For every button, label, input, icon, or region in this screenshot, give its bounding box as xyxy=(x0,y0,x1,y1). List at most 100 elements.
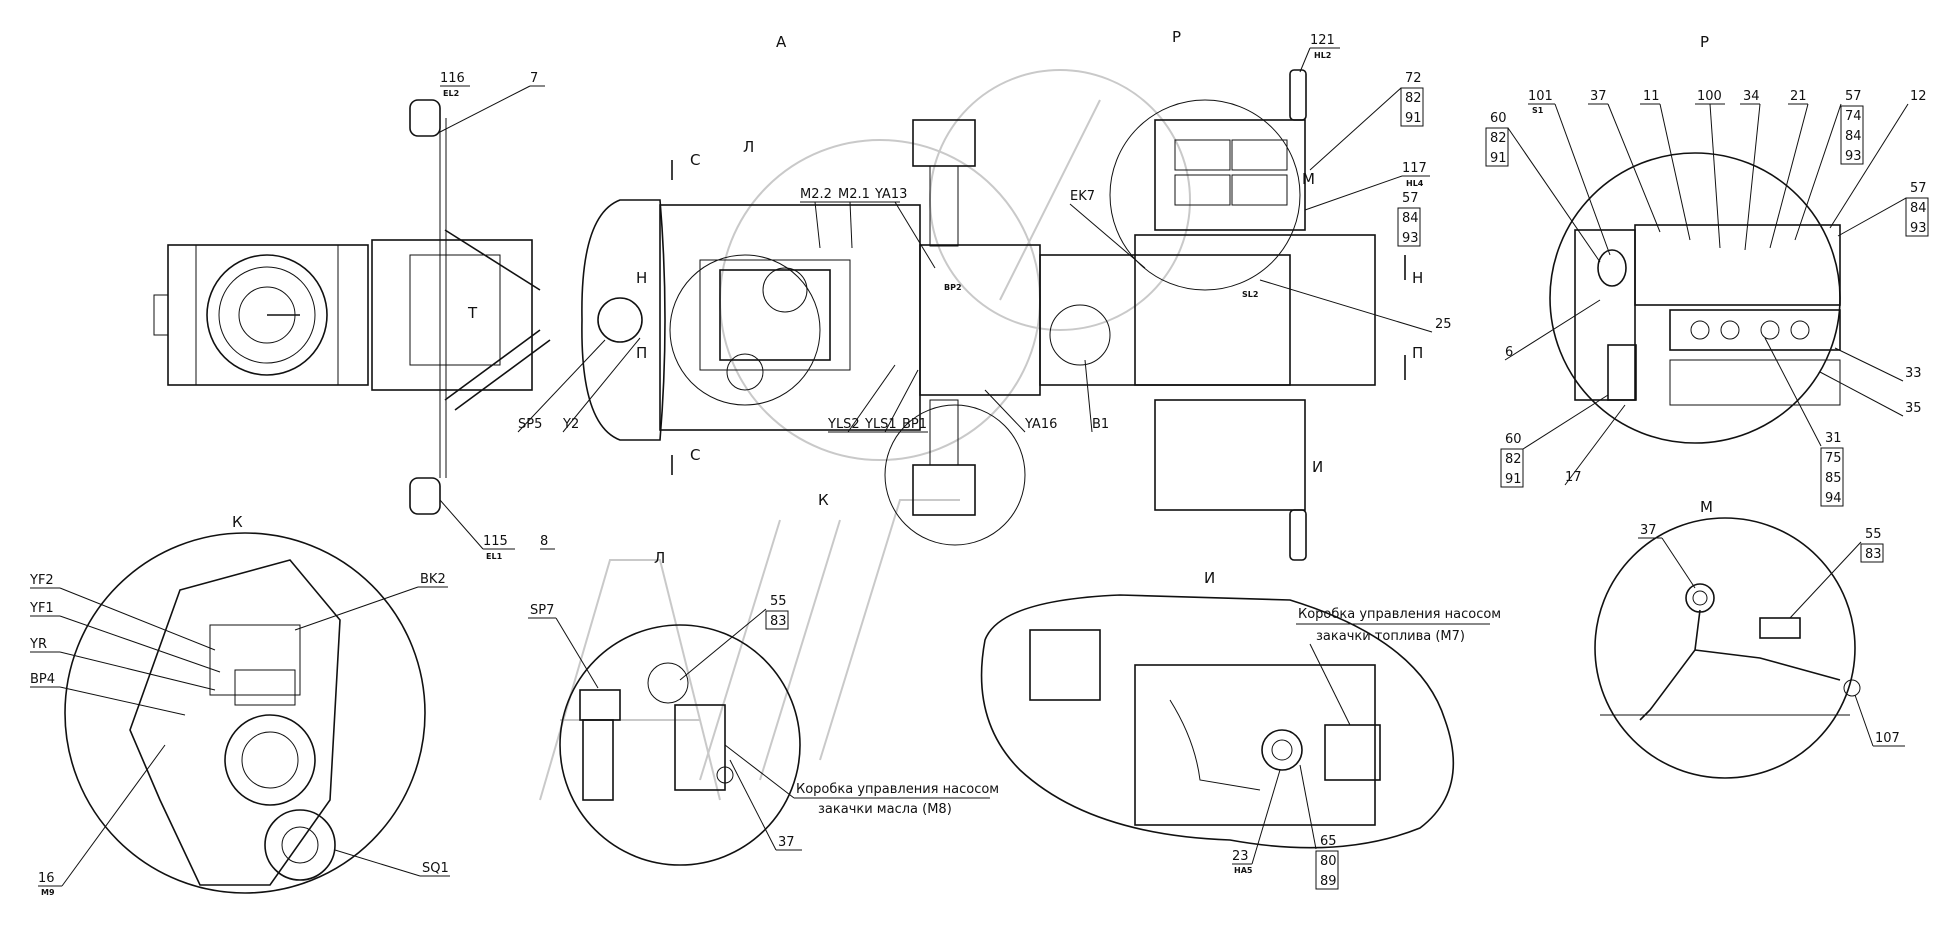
callout-91: 91 xyxy=(1405,111,1422,126)
callout-m-37: 37 xyxy=(1640,523,1657,538)
mirror-bottom-left xyxy=(409,477,441,515)
fuel-tank-fitting xyxy=(1029,629,1101,701)
main-frame xyxy=(659,204,921,431)
callout-i-23: 23 xyxy=(1232,849,1249,864)
callout-l-37: 37 xyxy=(778,835,795,850)
detail-l-circle xyxy=(559,624,801,866)
callout-115: 115 xyxy=(483,534,508,549)
detail-k-circle xyxy=(64,532,426,894)
callout-el1: EL1 xyxy=(486,552,503,561)
callout-k-bk2: BK2 xyxy=(420,572,446,587)
callout-p-75: 75 xyxy=(1825,451,1842,466)
callout-p-60: 60 xyxy=(1490,111,1507,126)
callout-ya16: YA16 xyxy=(1024,417,1057,432)
callout-p-37: 37 xyxy=(1590,89,1607,104)
callout-p-6: 6 xyxy=(1505,345,1513,360)
callout-yls1: YLS1 xyxy=(864,417,897,432)
callout-117: 117 xyxy=(1402,161,1427,176)
callout-p-82: 82 xyxy=(1490,131,1507,146)
callout-l-55: 55 xyxy=(770,594,787,609)
view-title-p-top: Р xyxy=(1172,28,1181,46)
callout-72: 72 xyxy=(1405,71,1422,86)
callout-7: 7 xyxy=(530,71,538,86)
cab-shroud xyxy=(581,199,666,441)
callout-p-31: 31 xyxy=(1825,431,1842,446)
watermark-logo xyxy=(539,69,1191,801)
hydraulic-block xyxy=(719,269,831,361)
detail-i xyxy=(980,594,1455,849)
callout-p-91b: 91 xyxy=(1505,472,1522,487)
detail-p-callouts: 101 S1 37 11 100 34 21 57 74 84 93 12 60… xyxy=(1485,89,1929,507)
callout-84: 84 xyxy=(1402,211,1419,226)
callout-l-83: 83 xyxy=(770,614,787,629)
callout-p-94: 94 xyxy=(1825,491,1842,506)
callout-i-ha5: HA5 xyxy=(1234,866,1253,875)
detail-i-outline xyxy=(980,594,1455,849)
callout-k-sq1: SQ1 xyxy=(422,861,449,876)
callout-el2: EL2 xyxy=(443,89,459,98)
battery-box-bottom xyxy=(1154,399,1306,511)
callout-hl4: HL4 xyxy=(1406,179,1424,188)
sp5-sensor xyxy=(597,297,643,343)
view-title-l: Л xyxy=(654,549,665,567)
oil-pump xyxy=(674,704,726,791)
callout-p-12: 12 xyxy=(1910,89,1927,104)
section-c-bottom: С xyxy=(690,446,700,464)
callout-k-yf2: YF2 xyxy=(29,573,54,588)
gearbox-flange xyxy=(206,254,328,376)
callout-p-84b: 84 xyxy=(1910,201,1927,216)
view-title-k: К xyxy=(232,513,243,531)
note-l-line2: закачки масла (M8) xyxy=(818,802,952,817)
callout-p-21: 21 xyxy=(1790,89,1807,104)
switch-6 xyxy=(1597,249,1627,287)
main-chassis-view xyxy=(153,69,1406,561)
callout-hl2: HL2 xyxy=(1314,51,1331,60)
callout-121: 121 xyxy=(1310,33,1335,48)
callout-p-11: 11 xyxy=(1643,89,1660,104)
transmission-housing xyxy=(129,559,341,886)
detail-p xyxy=(1549,152,1841,444)
inner-i-marker: И xyxy=(1312,458,1323,476)
callout-i-89: 89 xyxy=(1320,874,1337,889)
wheel-hub-bottom xyxy=(912,464,976,516)
detail-i-callouts: Коробка управления насосом закачки топли… xyxy=(1232,607,1501,890)
callout-bp2: BP2 xyxy=(944,283,962,292)
battery-terminal-block xyxy=(1634,224,1841,306)
callout-p-s1: S1 xyxy=(1532,106,1544,115)
front-structure xyxy=(1134,234,1376,386)
callout-ya13: YA13 xyxy=(874,187,907,202)
callout-p-93a: 93 xyxy=(1845,149,1862,164)
detail-k xyxy=(64,532,426,894)
view-title-p: Р xyxy=(1700,33,1709,51)
callout-p-35: 35 xyxy=(1905,401,1922,416)
callout-k-16: 16 xyxy=(38,871,55,886)
callout-m21: M2.1 xyxy=(838,187,870,202)
detail-l xyxy=(559,624,801,866)
section-c-top: С xyxy=(690,151,700,169)
detail-m xyxy=(1594,517,1861,779)
callout-bp1: BP1 xyxy=(902,417,927,432)
ha5-buzzer xyxy=(1261,729,1303,771)
clamp-107 xyxy=(1843,679,1861,697)
callout-k-yf1: YF1 xyxy=(29,601,54,616)
callout-p-34: 34 xyxy=(1743,89,1760,104)
connector-55 xyxy=(1759,617,1801,639)
section-p-right: П xyxy=(1412,344,1423,362)
section-p-left: П xyxy=(636,344,647,362)
detail-l-callouts: SP7 55 83 Коробка управления насосом зак… xyxy=(528,594,999,851)
callout-116: 116 xyxy=(440,71,465,86)
note-i-line2: закачки топлива (M7) xyxy=(1316,629,1465,644)
callout-8: 8 xyxy=(540,534,548,549)
note-i-line1: Коробка управления насосом xyxy=(1298,607,1501,622)
callout-m22: M2.2 xyxy=(800,187,832,202)
section-l-arrow: Л xyxy=(743,138,754,156)
detail-circle-p xyxy=(1109,99,1301,291)
detail-circle-l xyxy=(669,254,821,406)
detail-m-circle xyxy=(1594,517,1856,779)
callout-l-sp7: SP7 xyxy=(530,603,554,618)
callout-b1: B1 xyxy=(1092,417,1109,432)
callout-i-65: 65 xyxy=(1320,834,1337,849)
callout-82: 82 xyxy=(1405,91,1422,106)
callout-sp5: SP5 xyxy=(518,417,542,432)
